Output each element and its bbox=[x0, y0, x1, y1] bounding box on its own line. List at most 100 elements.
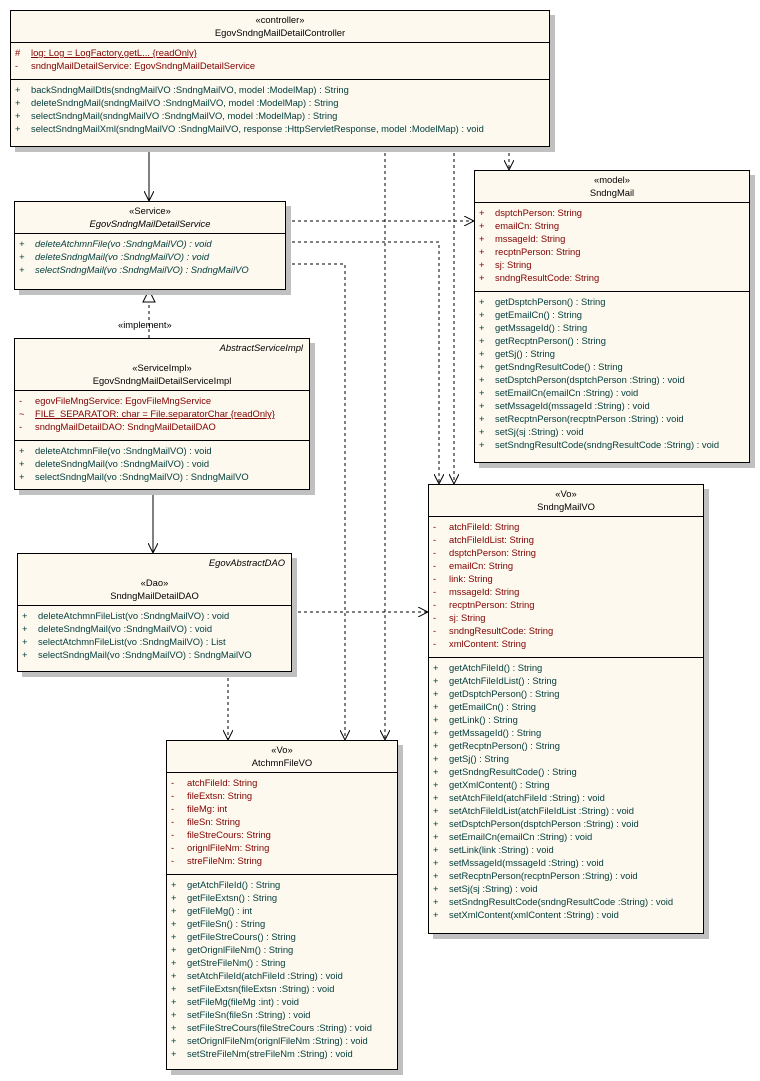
class-serviceimpl[interactable]: AbstractServiceImpl «ServiceImpl» EgovSn… bbox=[14, 338, 310, 490]
operation-row[interactable]: +setSndngResultCode(sndngResultCode :Str… bbox=[475, 438, 749, 451]
attribute-row[interactable]: -egovFileMngService: EgovFileMngService bbox=[15, 394, 309, 407]
operation-row[interactable]: +getSndngResultCode() : String bbox=[429, 765, 703, 778]
attribute-row[interactable]: -atchFileId: String bbox=[429, 520, 703, 533]
visibility-marker: - bbox=[433, 599, 437, 610]
operation-row[interactable]: +getStreFileNm() : String bbox=[167, 956, 397, 969]
operation-row[interactable]: +getLink() : String bbox=[429, 713, 703, 726]
operation-row[interactable]: +deleteSndngMail(sndngMailVO :SndngMailV… bbox=[11, 96, 549, 109]
operation-row[interactable]: +setAtchFileId(atchFileId :String) : voi… bbox=[167, 969, 397, 982]
class-service[interactable]: «Service» EgovSndngMailDetailService +de… bbox=[14, 201, 286, 290]
operation-row[interactable]: +setRecptnPerson(recptnPerson :String) :… bbox=[475, 412, 749, 425]
operation-row[interactable]: +getFileSn() : String bbox=[167, 917, 397, 930]
attribute-row[interactable]: #log: Log = LogFactory.getL... {readOnly… bbox=[11, 46, 549, 59]
attribute-row[interactable]: -atchFileId: String bbox=[167, 776, 397, 789]
operation-row[interactable]: +setFileMg(fileMg :int) : void bbox=[167, 995, 397, 1008]
operation-row[interactable]: +setDsptchPerson(dsptchPerson :String) :… bbox=[475, 373, 749, 386]
operation-row[interactable]: +deleteSndngMail(vo :SndngMailVO) : void bbox=[15, 457, 309, 470]
attribute-row[interactable]: +sndngResultCode: String bbox=[475, 271, 749, 284]
operation-row[interactable]: +getEmailCn() : String bbox=[475, 308, 749, 321]
attribute-row[interactable]: -fileMg: int bbox=[167, 802, 397, 815]
attribute-row[interactable]: -recptnPerson: String bbox=[429, 598, 703, 611]
attribute-row[interactable]: ~FILE_SEPARATOR: char = File.separatorCh… bbox=[15, 407, 309, 420]
operation-row[interactable]: +setLink(link :String) : void bbox=[429, 843, 703, 856]
operations-section: +deleteAtchmnFileList(vo :SndngMailVO) :… bbox=[18, 605, 291, 668]
attribute-row[interactable]: +sj: String bbox=[475, 258, 749, 271]
operation-row[interactable]: +selectAtchmnFileList(vo :SndngMailVO) :… bbox=[18, 635, 291, 648]
attribute-row[interactable]: +recptnPerson: String bbox=[475, 245, 749, 258]
class-controller[interactable]: «controller» EgovSndngMailDetailControll… bbox=[10, 10, 550, 147]
attribute-row[interactable]: -mssageId: String bbox=[429, 585, 703, 598]
operation-row[interactable]: +getAtchFileId() : String bbox=[429, 661, 703, 674]
operation-row[interactable]: +getMssageId() : String bbox=[475, 321, 749, 334]
operation-row[interactable]: +getAtchFileId() : String bbox=[167, 878, 397, 891]
visibility-marker: + bbox=[479, 296, 485, 307]
operation-row[interactable]: +selectSndngMail(vo :SndngMailVO) : Sndn… bbox=[15, 263, 285, 276]
operation-row[interactable]: +selectSndngMail(vo :SndngMailVO) : Sndn… bbox=[18, 648, 291, 661]
attribute-row[interactable]: -sndngResultCode: String bbox=[429, 624, 703, 637]
operation-row[interactable]: +selectSndngMail(vo :SndngMailVO) : Sndn… bbox=[15, 470, 309, 483]
operation-row[interactable]: +getRecptnPerson() : String bbox=[429, 739, 703, 752]
operation-row[interactable]: +setSndngResultCode(sndngResultCode :Str… bbox=[429, 895, 703, 908]
operation-row[interactable]: +setXmlContent(xmlContent :String) : voi… bbox=[429, 908, 703, 921]
operation-row[interactable]: +backSndngMailDtls(sndngMailVO :SndngMai… bbox=[11, 83, 549, 96]
attribute-row[interactable]: +emailCn: String bbox=[475, 219, 749, 232]
operation-row[interactable]: +setRecptnPerson(recptnPerson :String) :… bbox=[429, 869, 703, 882]
class-atchmnfilevo[interactable]: «Vo» AtchmnFileVO -atchFileId: String-fi… bbox=[166, 740, 398, 1070]
operation-row[interactable]: +setSj(sj :String) : void bbox=[475, 425, 749, 438]
attribute-row[interactable]: -dsptchPerson: String bbox=[429, 546, 703, 559]
operation-row[interactable]: +deleteAtchmnFile(vo :SndngMailVO) : voi… bbox=[15, 237, 285, 250]
operation-row[interactable]: +getOrignlFileNm() : String bbox=[167, 943, 397, 956]
operation-row[interactable]: +getFileExtsn() : String bbox=[167, 891, 397, 904]
attribute-row[interactable]: -atchFileIdList: String bbox=[429, 533, 703, 546]
attribute-row[interactable]: -link: String bbox=[429, 572, 703, 585]
operation-row[interactable]: +setAtchFileId(atchFileId :String) : voi… bbox=[429, 791, 703, 804]
operation-row[interactable]: +deleteSndngMail(vo :SndngMailVO) : void bbox=[18, 622, 291, 635]
operation-row[interactable]: +setFileSn(fileSn :String) : void bbox=[167, 1008, 397, 1021]
operation-row[interactable]: +getEmailCn() : String bbox=[429, 700, 703, 713]
operation-row[interactable]: +setDsptchPerson(dsptchPerson :String) :… bbox=[429, 817, 703, 830]
operation-row[interactable]: +getXmlContent() : String bbox=[429, 778, 703, 791]
attribute-row[interactable]: -sndngMailDetailService: EgovSndngMailDe… bbox=[11, 59, 549, 72]
attribute-row[interactable]: +dsptchPerson: String bbox=[475, 206, 749, 219]
class-sndngmail[interactable]: «model» SndngMail +dsptchPerson: String+… bbox=[474, 170, 750, 463]
attribute-row[interactable]: -streFileNm: String bbox=[167, 854, 397, 867]
operation-row[interactable]: +setMssageId(mssageId :String) : void bbox=[429, 856, 703, 869]
visibility-marker: + bbox=[433, 857, 439, 868]
operation-row[interactable]: +setEmailCn(emailCn :String) : void bbox=[429, 830, 703, 843]
operation-row[interactable]: +selectSndngMailXml(sndngMailVO :SndngMa… bbox=[11, 122, 549, 135]
operation-row[interactable]: +setAtchFileIdList(atchFileIdList :Strin… bbox=[429, 804, 703, 817]
operation-row[interactable]: +getAtchFileIdList() : String bbox=[429, 674, 703, 687]
operation-row[interactable]: +setFileExtsn(fileExtsn :String) : void bbox=[167, 982, 397, 995]
operation-row[interactable]: +getFileMg() : int bbox=[167, 904, 397, 917]
operation-row[interactable]: +getDsptchPerson() : String bbox=[475, 295, 749, 308]
attribute-row[interactable]: -fileSn: String bbox=[167, 815, 397, 828]
operation-row[interactable]: +getDsptchPerson() : String bbox=[429, 687, 703, 700]
operation-row[interactable]: +getFileStreCours() : String bbox=[167, 930, 397, 943]
attribute-row[interactable]: -xmlContent: String bbox=[429, 637, 703, 650]
operation-row[interactable]: +setSj(sj :String) : void bbox=[429, 882, 703, 895]
attribute-row[interactable]: +mssageId: String bbox=[475, 232, 749, 245]
operation-row[interactable]: +setOrignlFileNm(orignlFileNm :String) :… bbox=[167, 1034, 397, 1047]
operation-row[interactable]: +setMssageId(mssageId :String) : void bbox=[475, 399, 749, 412]
attribute-row[interactable]: -fileStreCours: String bbox=[167, 828, 397, 841]
operation-row[interactable]: +setStreFileNm(streFileNm :String) : voi… bbox=[167, 1047, 397, 1060]
operation-row[interactable]: +getSj() : String bbox=[475, 347, 749, 360]
class-sndngmailvo[interactable]: «Vo» SndngMailVO -atchFileId: String-atc… bbox=[428, 484, 704, 934]
operation-row[interactable]: +getRecptnPerson() : String bbox=[475, 334, 749, 347]
attribute-row[interactable]: -emailCn: String bbox=[429, 559, 703, 572]
operation-row[interactable]: +getSj() : String bbox=[429, 752, 703, 765]
attribute-row[interactable]: -sj: String bbox=[429, 611, 703, 624]
operation-row[interactable]: +deleteSndngMail(vo :SndngMailVO) : void bbox=[15, 250, 285, 263]
class-dao[interactable]: EgovAbstractDAO «Dao» SndngMailDetailDAO… bbox=[17, 553, 292, 672]
operation-row[interactable]: +selectSndngMail(sndngMailVO :SndngMailV… bbox=[11, 109, 549, 122]
operation-row[interactable]: +getMssageId() : String bbox=[429, 726, 703, 739]
operation-row[interactable]: +deleteAtchmnFile(vo :SndngMailVO) : voi… bbox=[15, 444, 309, 457]
attribute-row[interactable]: -sndngMailDetailDAO: SndngMailDetailDAO bbox=[15, 420, 309, 433]
attribute-row[interactable]: -orignlFileNm: String bbox=[167, 841, 397, 854]
operation-row[interactable]: +deleteAtchmnFileList(vo :SndngMailVO) :… bbox=[18, 609, 291, 622]
attribute-row[interactable]: -fileExtsn: String bbox=[167, 789, 397, 802]
operation-row[interactable]: +getSndngResultCode() : String bbox=[475, 360, 749, 373]
operation-row[interactable]: +setEmailCn(emailCn :String) : void bbox=[475, 386, 749, 399]
attribute-text: xmlContent: String bbox=[449, 638, 527, 649]
operation-row[interactable]: +setFileStreCours(fileStreCours :String)… bbox=[167, 1021, 397, 1034]
